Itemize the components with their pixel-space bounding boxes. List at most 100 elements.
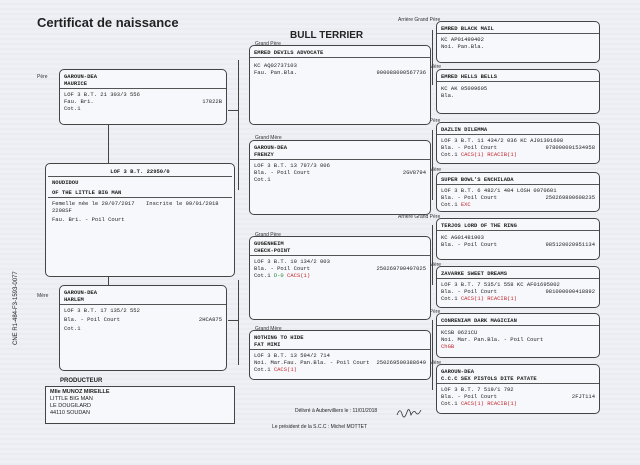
gp2-id: 250269700407025 [376, 265, 426, 272]
ggp-name2: C.C.C SEX PISTOLS DITE PATATE [441, 375, 537, 382]
divider [48, 197, 232, 198]
ggp-line: KC AP01499402 [441, 36, 484, 43]
sire-lof: LOF 3 B.T. 21 303/3 556 [64, 91, 140, 98]
dam-desc: Bla. - Poil Court [64, 316, 121, 323]
gp2-lof: LOF 3 B.T. 10 134/2 003 [254, 258, 330, 265]
ggp-cot: Cot.1 [441, 151, 458, 158]
connector [432, 225, 433, 285]
ggp-name: SUPER BOWL'S ENCHILADA [441, 176, 514, 183]
dam-box: GAROUN-DEA HARLEM LOF 3 B.T. 17 135/2 55… [59, 285, 227, 371]
connector [432, 130, 433, 200]
label-grand-mere-2: Grand Mère [255, 326, 282, 332]
certificate-code: CNE R1-484-F3-1593-0077 [13, 271, 19, 345]
gp2-name2: CHECK-POINT [254, 247, 291, 254]
producer-line: LITTLE BIG MAN [50, 396, 93, 402]
label-mere: Mère [37, 293, 49, 299]
dam-cot: Cot.1 [64, 325, 81, 332]
gm2-desc: Noi. Mar.Fau. Pan.Bla. - Poil Court [254, 359, 370, 366]
gm1-name1: GAROUN-DEA [254, 144, 288, 151]
ggp-line: Bla. - Poil Court [441, 288, 498, 295]
signature-icon [396, 409, 422, 418]
ggp-name: CONRENIAM DARK MAGICIAN [441, 317, 517, 324]
gp2-d: D-0 [273, 272, 284, 279]
gm1-lof: LOF 3 B.T. 13 797/3 006 [254, 162, 330, 169]
divider [437, 325, 599, 326]
ggp-box-4: SUPER BOWL'S ENCHILADA LOF 3 B.T. 6 482/… [436, 172, 600, 212]
gm2-name2: FAT MIMI [254, 341, 281, 348]
page-title: Certificat de naissance [37, 15, 179, 30]
ggp-box-2: EMRED HELLS BELLS KC AK 05009605 Bla. [436, 69, 600, 114]
ggp-id: 2FJT114 [571, 393, 595, 400]
divider [437, 278, 599, 279]
ggp-name: GAROUN-DEA [441, 368, 475, 375]
divider [437, 184, 599, 185]
ggp-id: 981000000418892 [545, 288, 595, 295]
ggp-box-7: CONRENIAM DARK MAGICIAN KCSB 0621CU Noi.… [436, 313, 600, 358]
gm2-lof: LOF 3 B.T. 13 594/2 714 [254, 352, 330, 359]
ggp-award: CACS(1) RCACIB(1) [460, 151, 517, 158]
ggp-name: DAZLIN DILEMMA [441, 126, 488, 133]
ggp-id: 978000001534958 [545, 144, 595, 151]
label-grand-mere-1: Grand Mère [255, 135, 282, 141]
sire-name1: GAROUN-DEA [64, 73, 98, 80]
gm2-cot: Cot.1 [254, 366, 271, 373]
divider [250, 57, 430, 58]
gm1-desc: Bla. - Poil Court [254, 169, 311, 176]
ggp-line: Noi. Pan.Bla. [441, 43, 484, 50]
sire-cot: Cot.1 [64, 105, 81, 112]
connector [432, 320, 433, 390]
ggp-box-1: EMRED BLACK MAIL KC AP01499402 Noi. Pan.… [436, 21, 600, 63]
divider [60, 88, 226, 89]
signature-icon [396, 405, 422, 422]
ggp-award: CACS(1) RCACIB(1) [460, 400, 517, 407]
ggp-line: Bla. [441, 92, 455, 99]
dam-name2: HARLEM [64, 296, 84, 303]
ggp-line: LOF 3 B.T. 11 434/2 036 KC AJ01391608 [441, 137, 564, 144]
connector [108, 277, 109, 285]
sire-box: GAROUN-DEA MAURICE LOF 3 B.T. 21 303/3 5… [59, 69, 227, 125]
connector [228, 110, 238, 111]
divider [437, 230, 599, 231]
divider [437, 81, 599, 82]
grand-pere-1-box: EMRED DEVILS ADVOCATE KC AQ02737103 Fau.… [249, 45, 431, 125]
gp2-cot: Cot.1 [254, 272, 271, 279]
connector [228, 320, 238, 321]
breed-title: BULL TERRIER [290, 30, 364, 41]
label-agp-1: Arrière Grand Père [398, 17, 441, 23]
gm2-id: 250269500388649 [376, 359, 426, 366]
label-grand-pere-2: Grand Père [255, 232, 281, 238]
ggp-line: KC AK 05009605 [441, 85, 488, 92]
label-pere: Père [37, 74, 48, 80]
ggp-line: Bla. - Poil Court [441, 144, 498, 151]
ggp-award: CACS(1) RCACIB(1) [460, 295, 517, 302]
divider [48, 176, 232, 177]
dog-lof: LOF 3 B.T. 22950/0 [110, 168, 170, 175]
gp1-desc: Fau. Pan.Bla. [254, 69, 297, 76]
grand-mere-1-box: GAROUN-DEA FRENZY LOF 3 B.T. 13 797/3 00… [249, 140, 431, 215]
divider [60, 304, 226, 305]
ggp-line: Bla. - Poil Court [441, 393, 498, 400]
dog-name1: NOUDIDOU [52, 179, 79, 186]
grand-mere-2-box: NOTHING TO HIDE FAT MIMI LOF 3 B.T. 13 5… [249, 330, 431, 380]
dam-id: 2HCA875 [198, 316, 222, 323]
dog-inscrit: Inscrite le 09/01/2018 [146, 200, 219, 207]
producer-box: Mlle MUNOZ MIREILLE LITTLE BIG MAN LE DO… [45, 386, 235, 424]
ggp-line: Noi. Mar. Pan.Bla. - Poil Court [441, 336, 544, 343]
president-name: Le président de la S.C.C : Michel MOTTET [272, 424, 368, 430]
ggp-box-3: DAZLIN DILEMMA LOF 3 B.T. 11 434/2 036 K… [436, 122, 600, 164]
ggp-line: LOF 3 B.T. 7 519/1 792 [441, 386, 514, 393]
connector [238, 280, 239, 365]
ggp-line: KCSB 0621CU [441, 329, 478, 336]
divider [250, 349, 430, 350]
sire-desc: Fau. Bri. [64, 98, 94, 105]
gm1-id: 2GV8794 [402, 169, 426, 176]
delivery-date: Délivré à Aubervilliers le : 11/01/2018 [295, 408, 378, 414]
ggp-box-5: TERJOS LORD OF THE RING KC AG01481903 Bl… [436, 218, 600, 260]
gm1-cot: Cot.1 [254, 176, 271, 183]
dog-name2: OF THE LITTLE BIG MAN [52, 189, 122, 196]
gp2-name1: GUGENHEIM [254, 240, 284, 247]
ggp-id: 250269800608235 [545, 194, 595, 201]
gp2-desc: Bla. - Poil Court [254, 265, 311, 272]
gp1-name: EMRED DEVILS ADVOCATE [254, 49, 324, 56]
grand-pere-2-box: GUGENHEIM CHECK-POINT LOF 3 B.T. 10 134/… [249, 236, 431, 320]
